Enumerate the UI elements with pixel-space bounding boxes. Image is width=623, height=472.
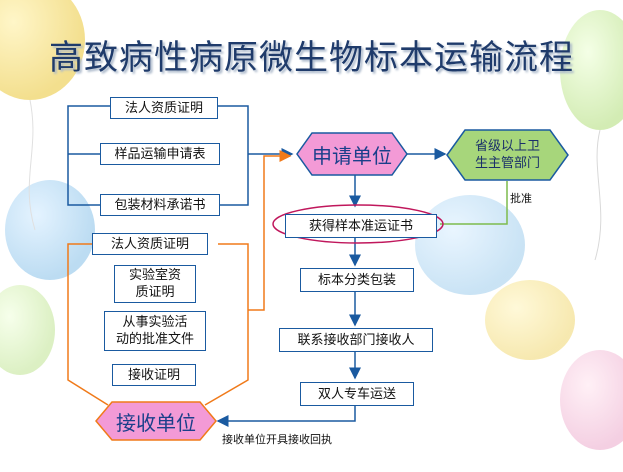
balloon-string xyxy=(594,129,602,261)
doc-receipt-cert: 接收证明 xyxy=(112,364,196,386)
doc-activity-approval: 从事实验活 动的批准文件 xyxy=(104,311,206,351)
applicant-label: 申请单位 xyxy=(312,143,392,168)
authority-label: 省级以上卫 生主管部门 xyxy=(474,139,540,171)
doc-sample-transport-application: 样品运输申请表 xyxy=(100,143,220,165)
top-docs-bracket xyxy=(67,105,292,206)
page-title: 高致病性病原微生物标本运输流程 xyxy=(49,38,574,78)
doc-lab-qualification: 实验室资 质证明 xyxy=(114,265,196,303)
doc-legal-person-cert: 法人资质证明 xyxy=(110,97,218,119)
transport-to-receiver-arrow xyxy=(216,406,356,427)
doc-legal-person-cert-2: 法人资质证明 xyxy=(92,233,208,255)
bottom-to-applicant-line xyxy=(248,150,292,311)
step-contact-receiver: 联系接收部门接收人 xyxy=(279,328,433,352)
bottom-docs-frame xyxy=(67,243,249,406)
balloon-yellow-2 xyxy=(485,280,575,360)
receiver-label: 接收单位 xyxy=(116,410,196,435)
balloon-blue-2 xyxy=(415,195,525,295)
balloon-green-2 xyxy=(0,285,55,375)
authority-hexagon xyxy=(446,129,569,181)
approve-label: 批准 xyxy=(510,192,532,205)
balloon-pink xyxy=(560,350,623,450)
certificate-highlight xyxy=(272,204,444,244)
step-classify-package: 标本分类包装 xyxy=(300,268,414,292)
receipt-label: 接收单位开具接收回执 xyxy=(222,433,332,446)
step-two-person-transport: 双人专车运送 xyxy=(300,382,414,406)
balloon-yellow xyxy=(0,0,85,100)
balloon-green xyxy=(560,10,623,130)
approval-line xyxy=(440,181,508,225)
balloon-string-2 xyxy=(28,99,36,231)
applicant-hexagon xyxy=(296,132,408,176)
receiver-hexagon xyxy=(95,401,217,441)
doc-packaging-commitment: 包装材料承诺书 xyxy=(100,194,220,216)
certificate-box: 获得样本准运证书 xyxy=(285,214,437,238)
